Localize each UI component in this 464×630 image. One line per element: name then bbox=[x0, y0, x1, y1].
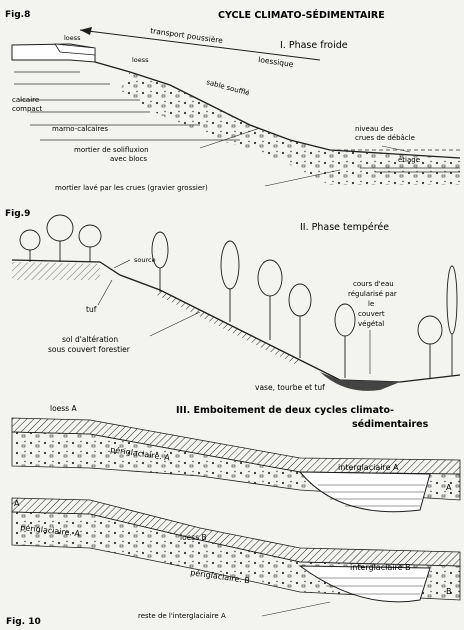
tree-2 bbox=[47, 215, 73, 262]
calcaire-label-2: compact bbox=[12, 105, 43, 113]
inter-a-label: interglaciaire A bbox=[338, 463, 399, 472]
b-right-label: B bbox=[446, 587, 452, 596]
fig9-label: Fig.9 bbox=[5, 209, 30, 219]
mortier-lave-label: mortier lavé par les crues (gravier gros… bbox=[55, 184, 208, 192]
marno-label: marno-calcaires bbox=[52, 125, 108, 133]
tree-5 bbox=[221, 241, 239, 322]
loess-top-label: loess bbox=[64, 34, 81, 42]
fig10-phase-line2: sédimentaires bbox=[352, 419, 429, 430]
cours-label-3: le bbox=[368, 300, 374, 308]
mortier-label-2: avec blocs bbox=[110, 155, 147, 163]
cours-label-4: couvert bbox=[358, 310, 385, 318]
figure-8: Fig.8 CYCLE CLIMATO-SÉDIMENTAIRE I. Phas… bbox=[5, 9, 460, 192]
sol-label-2: sous couvert forestier bbox=[48, 345, 131, 354]
tree-3 bbox=[79, 225, 101, 262]
vase-label: vase, tourbe et tuf bbox=[255, 383, 325, 392]
a-left-label: A bbox=[14, 499, 20, 508]
calcaire-label-1: calcaire bbox=[12, 96, 39, 104]
fig10-phase-line1: III. Emboitement de deux cycles climato- bbox=[176, 405, 394, 416]
niveau-label-2: crues de débâcle bbox=[355, 134, 415, 142]
figure-9: Fig.9 II. Phase tempérée source tuf cour… bbox=[5, 209, 460, 392]
sable-label: sable soufflé bbox=[205, 78, 250, 97]
tree-10 bbox=[447, 266, 457, 376]
fig9-leaders bbox=[98, 260, 370, 374]
source-label: source bbox=[134, 256, 156, 264]
tree-8 bbox=[335, 304, 355, 378]
fig8-label: Fig.8 bbox=[5, 10, 30, 20]
cours-label-5: végétal bbox=[358, 320, 384, 328]
niveau-label-1: niveau des bbox=[355, 125, 394, 133]
tree-1 bbox=[20, 230, 40, 262]
fig9-phase-title: II. Phase tempérée bbox=[300, 222, 389, 233]
fig8-title: CYCLE CLIMATO-SÉDIMENTAIRE bbox=[218, 9, 385, 21]
loess-a-label: loess A bbox=[50, 404, 77, 413]
a-right-label: A bbox=[446, 483, 452, 492]
etiage-label: étiage bbox=[398, 156, 420, 164]
inter-b-label: interglaciaire B bbox=[350, 563, 411, 572]
figure-10: loess A III. Emboitement de deux cycles … bbox=[6, 404, 460, 627]
mortier-label-1: mortier de solifluxion bbox=[74, 146, 149, 154]
loess-b-label: loess B bbox=[180, 533, 207, 542]
reste-leader bbox=[262, 602, 330, 616]
transport-label-2: loessique bbox=[258, 55, 295, 69]
cours-label-2: régularisé par bbox=[348, 290, 397, 298]
loess-mid-label: loess bbox=[132, 56, 149, 64]
reste-label: reste de l'interglaciaire A bbox=[138, 612, 226, 620]
sol-label-1: sol d'altération bbox=[62, 335, 118, 344]
tree-7 bbox=[289, 284, 311, 358]
tree-6 bbox=[258, 260, 282, 340]
tuf-label: tuf bbox=[86, 305, 97, 314]
fig9-soil-band bbox=[157, 290, 300, 365]
tree-9 bbox=[418, 316, 442, 378]
fig9-plateau-hatch bbox=[12, 262, 100, 280]
fig8-phase-title: I. Phase froide bbox=[280, 40, 348, 51]
cours-label-1: cours d'eau bbox=[353, 280, 394, 288]
transport-label-1: transport poussière bbox=[150, 26, 224, 45]
fig10-label: Fig. 10 bbox=[6, 617, 41, 627]
